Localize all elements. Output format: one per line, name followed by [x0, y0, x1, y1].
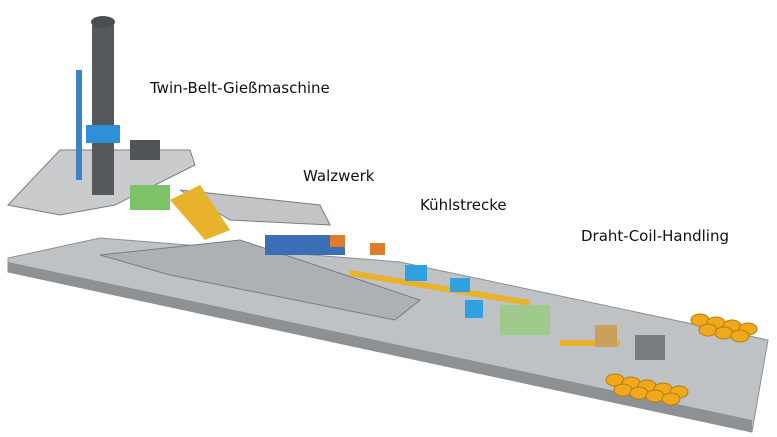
cooling-box-3	[465, 300, 483, 318]
caster-yellow-ramp	[170, 185, 230, 240]
control-cabin	[130, 140, 160, 160]
coil-stack-upper	[690, 313, 758, 343]
label-coil-handling: Draht-Coil-Handling	[581, 227, 729, 245]
coil-press	[635, 335, 665, 360]
label-cooling-line: Kühlstrecke	[420, 196, 507, 214]
tower-blue-ring	[86, 125, 120, 143]
label-twin-belt-caster: Twin-Belt-Gießmaschine	[150, 79, 330, 97]
caster-green-unit	[130, 185, 170, 210]
caster-tower	[92, 25, 114, 195]
mill-stands	[265, 235, 345, 255]
cooling-box-1	[405, 265, 427, 281]
cooling-box-2	[450, 278, 470, 292]
mill-orange-2	[370, 243, 385, 255]
raised-platform	[99, 239, 422, 321]
tower-cap	[91, 16, 115, 28]
coil-yellow-rail	[560, 340, 620, 346]
label-rolling-mill: Walzwerk	[303, 167, 375, 185]
cooling-conveyor	[350, 270, 530, 306]
mill-orange-1	[330, 235, 345, 247]
coil-station	[500, 305, 550, 335]
floor-slab-edge	[8, 262, 752, 432]
tower-frame	[76, 70, 82, 180]
coil-machine	[595, 325, 617, 347]
coil-stack-lower	[605, 373, 689, 406]
